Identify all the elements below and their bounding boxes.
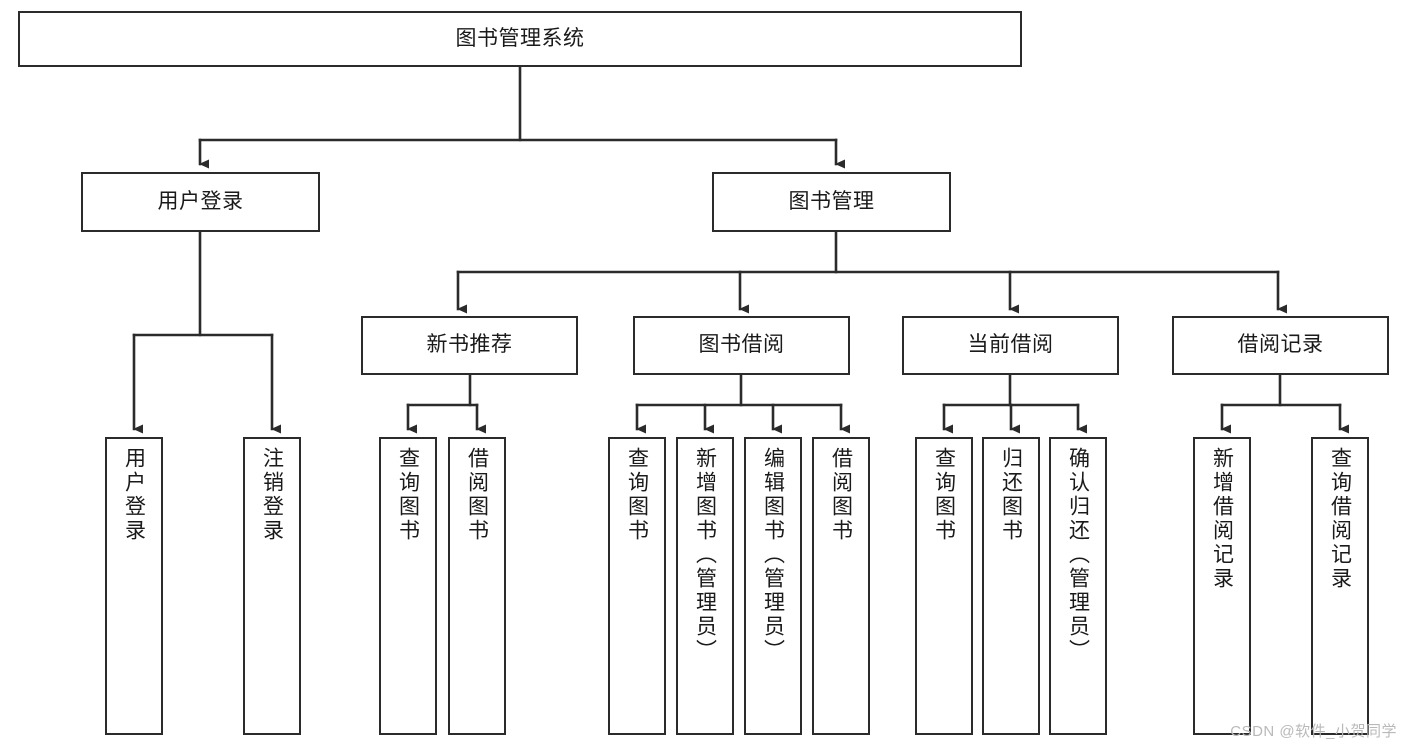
node-label: 查询图书 <box>625 447 649 543</box>
node-label: 用户登录 <box>122 447 146 543</box>
leaf-new-book-borrow[interactable]: 借阅图书 <box>448 437 506 735</box>
node-root-system[interactable]: 图书管理系统 <box>18 11 1022 67</box>
leaf-current-query-book[interactable]: 查询图书 <box>915 437 973 735</box>
node-label: 新增借阅记录 <box>1210 447 1234 591</box>
node-label: 新书推荐 <box>426 333 513 357</box>
node-label: 归还图书 <box>999 447 1023 543</box>
node-label: 确认归还（管理员） <box>1066 447 1090 663</box>
leaf-user-login[interactable]: 用户登录 <box>105 437 163 735</box>
node-label: 图书管理 <box>788 189 875 213</box>
leaf-query-borrow-record[interactable]: 查询借阅记录 <box>1311 437 1369 735</box>
leaf-add-book-admin[interactable]: 新增图书（管理员） <box>676 437 734 735</box>
node-label: 借阅记录 <box>1237 333 1324 357</box>
leaf-confirm-return-admin[interactable]: 确认归还（管理员） <box>1049 437 1107 735</box>
node-label: 用户登录 <box>157 189 244 213</box>
node-user-login[interactable]: 用户登录 <box>81 172 320 232</box>
node-label: 注销登录 <box>260 447 284 543</box>
node-label: 查询图书 <box>396 447 420 543</box>
leaf-edit-book-admin[interactable]: 编辑图书（管理员） <box>744 437 802 735</box>
node-new-book-recommend[interactable]: 新书推荐 <box>361 316 578 375</box>
leaf-logout[interactable]: 注销登录 <box>243 437 301 735</box>
node-label: 图书管理系统 <box>455 26 585 50</box>
leaf-add-borrow-record[interactable]: 新增借阅记录 <box>1193 437 1251 735</box>
node-label: 借阅图书 <box>465 447 489 543</box>
watermark: CSDN @软件_小贺同学 <box>1230 723 1397 740</box>
leaf-new-book-query[interactable]: 查询图书 <box>379 437 437 735</box>
node-label: 借阅图书 <box>829 447 853 543</box>
leaf-borrow-book[interactable]: 借阅图书 <box>812 437 870 735</box>
node-borrow-record[interactable]: 借阅记录 <box>1172 316 1389 375</box>
node-label: 查询借阅记录 <box>1328 447 1352 591</box>
node-book-borrow[interactable]: 图书借阅 <box>633 316 850 375</box>
node-label: 查询图书 <box>932 447 956 543</box>
node-label: 当前借阅 <box>967 333 1054 357</box>
node-book-management[interactable]: 图书管理 <box>712 172 951 232</box>
leaf-return-book[interactable]: 归还图书 <box>982 437 1040 735</box>
leaf-borrow-query-book[interactable]: 查询图书 <box>608 437 666 735</box>
node-label: 图书借阅 <box>698 333 785 357</box>
node-current-borrow[interactable]: 当前借阅 <box>902 316 1119 375</box>
node-label: 新增图书（管理员） <box>693 447 717 663</box>
node-label: 编辑图书（管理员） <box>761 447 785 663</box>
